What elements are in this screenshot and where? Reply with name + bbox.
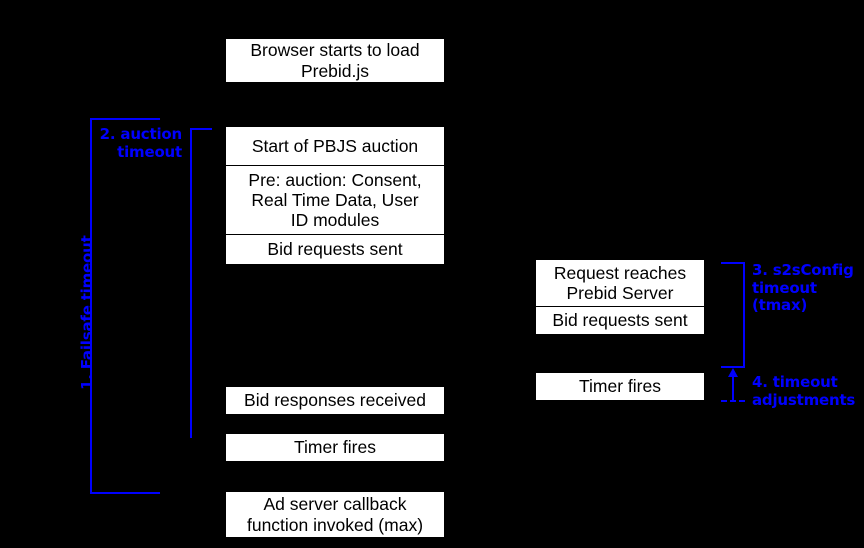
box-line: Real Time Data, User bbox=[251, 189, 419, 210]
box-line: Browser starts to load bbox=[250, 40, 420, 61]
box-timer-fires-client: Timer fires bbox=[225, 433, 445, 462]
failsafe-bracket-spine bbox=[90, 118, 92, 494]
auction-timeout-label-line1: 2. auction bbox=[99, 125, 183, 143]
client-auction-group: Start of PBJS auction Pre: auction: Cons… bbox=[225, 126, 445, 265]
box-request-reaches-server: Request reaches Prebid Server bbox=[535, 259, 705, 307]
failsafe-bracket-bottom bbox=[90, 492, 160, 494]
auction-bracket-top bbox=[190, 128, 212, 130]
server-request-group: Request reaches Prebid Server Bid reques… bbox=[535, 259, 705, 335]
box-line: Request reaches bbox=[553, 262, 687, 283]
timeout-adjustments-label-line1: 4. timeout bbox=[752, 373, 838, 391]
box-line: function invoked (max) bbox=[246, 514, 424, 535]
box-browser-load: Browser starts to load Prebid.js bbox=[225, 38, 445, 83]
box-timer-fires-server: Timer fires bbox=[535, 372, 705, 401]
auction-timeout-label-line2: timeout bbox=[117, 142, 182, 161]
s2s-timeout-label-line1: 3. s2sConfig bbox=[752, 261, 854, 279]
failsafe-bracket-top bbox=[90, 118, 160, 120]
box-line: Bid requests sent bbox=[552, 310, 688, 331]
timeout-adjustments-label-line2: adjustments bbox=[752, 390, 856, 409]
auction-bracket-spine bbox=[190, 128, 192, 438]
s2s-bracket-spine bbox=[743, 262, 745, 368]
box-line: Timer fires bbox=[294, 437, 376, 458]
s2s-timeout-label-line2: timeout (tmax) bbox=[752, 278, 817, 315]
box-line: Bid responses received bbox=[244, 390, 426, 411]
box-bid-responses-received: Bid responses received bbox=[225, 386, 445, 415]
timeout-adjust-arrow-head bbox=[728, 368, 738, 377]
box-line: Prebid Server bbox=[566, 283, 674, 303]
box-server-bid-requests-sent: Bid requests sent bbox=[535, 306, 705, 335]
box-ad-server-callback: Ad server callback function invoked (max… bbox=[225, 491, 445, 538]
box-line: Timer fires bbox=[579, 376, 661, 397]
box-line: Prebid.js bbox=[300, 60, 370, 81]
timeout-adjustments-label: 4. timeout adjustments bbox=[752, 373, 864, 409]
failsafe-label: 1. Failsafe timeout bbox=[78, 235, 96, 390]
box-line: Ad server callback bbox=[263, 494, 407, 515]
s2s-timeout-label: 3. s2sConfig timeout (tmax) bbox=[752, 261, 864, 315]
box-line: Pre: auction: Consent, bbox=[248, 169, 422, 190]
s2s-bracket-top bbox=[721, 262, 745, 264]
timeout-adjust-dotted-baseline bbox=[721, 400, 745, 402]
box-auction-start: Start of PBJS auction bbox=[225, 126, 445, 166]
box-line: Bid requests sent bbox=[267, 239, 403, 260]
s2s-bracket-bottom bbox=[721, 366, 745, 368]
auction-timeout-label: 2. auction timeout bbox=[96, 125, 183, 161]
box-bid-requests-sent: Bid requests sent bbox=[225, 234, 445, 265]
box-line: Start of PBJS auction bbox=[251, 135, 419, 156]
box-line: ID modules bbox=[290, 210, 380, 231]
box-pre-auction: Pre: auction: Consent, Real Time Data, U… bbox=[225, 165, 445, 235]
timeout-adjust-arrow-shaft bbox=[732, 376, 734, 400]
